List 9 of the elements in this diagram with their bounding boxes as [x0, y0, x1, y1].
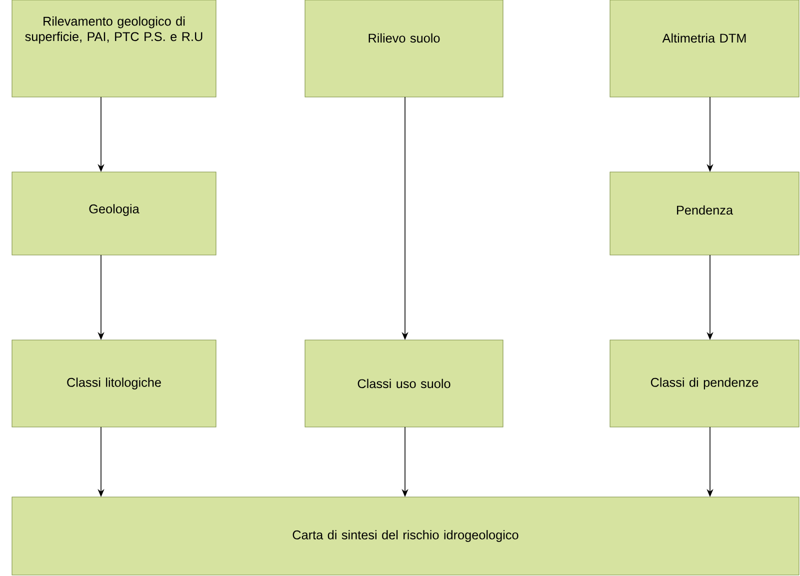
- process-box: Classi litologiche: [12, 340, 216, 428]
- process-box: Classi di pendenze: [610, 340, 800, 428]
- process-box: Carta di sintesi del rischio idrogeologico: [12, 496, 800, 576]
- process-box: Pendenza: [610, 172, 800, 256]
- process-box: Geologia: [12, 172, 216, 256]
- process-box: Rilievo suolo: [304, 0, 504, 98]
- process-box: Rilevamento geologico di superficie, PAI, PTC P.S. e R.U: [12, 0, 216, 98]
- process-box: Classi uso suolo: [304, 340, 504, 428]
- process-box: Altimetria DTM: [610, 0, 800, 98]
